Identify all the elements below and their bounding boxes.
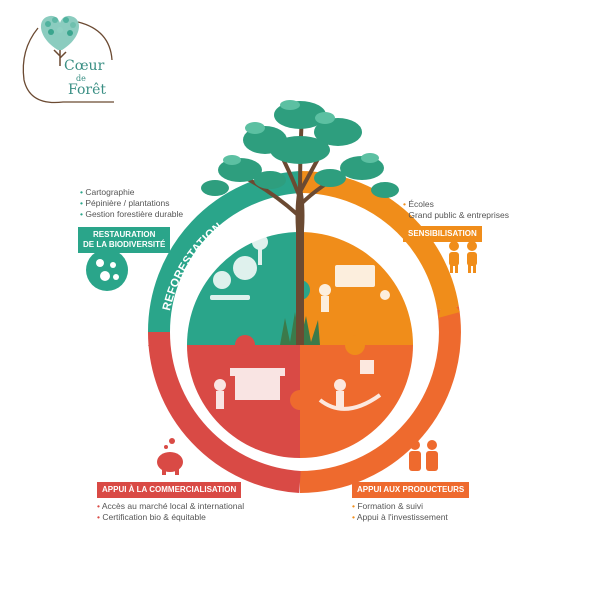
biodiversity-list: Cartographie Pépinière / plantations Ges…	[80, 187, 183, 220]
farming-icon	[318, 360, 382, 411]
badge-commercialisation: APPUI À LA COMMERCIALISATION	[97, 482, 242, 498]
ring-commercialisation	[147, 331, 301, 493]
inner-quadrants	[187, 232, 413, 458]
list-item: Formation & suivi	[352, 501, 448, 512]
planting-icon	[210, 234, 268, 300]
list-item: Écoles	[403, 199, 509, 210]
list-item: Gestion forestière durable	[80, 209, 183, 220]
commercialisation-list: Accès au marché local & international Ce…	[97, 501, 244, 523]
quadrant-producteurs	[300, 345, 413, 458]
teaching-icon	[319, 265, 390, 312]
children-icon	[449, 241, 477, 273]
quadrant-sensibilisation	[300, 232, 413, 345]
logo-line3: Forêt	[68, 82, 106, 98]
quadrant-reforestation	[187, 232, 300, 345]
logo-frame-icon	[22, 15, 114, 104]
sensibilisation-list: Écoles Grand public & entreprises	[403, 199, 509, 221]
logo-line1: Cœur	[64, 58, 105, 74]
list-item: Cartographie	[80, 187, 183, 198]
market-icon	[214, 368, 285, 409]
logo: Cœur de Forêt	[18, 10, 116, 110]
biodiversity-icon	[86, 249, 128, 291]
badge-sensibilisation: SENSIBILISATION	[403, 226, 482, 242]
logo-line2: de	[76, 74, 86, 83]
heart-tree-icon	[40, 15, 80, 66]
list-item: Appui à l'investissement	[352, 512, 448, 523]
grass-icon	[280, 312, 320, 345]
tree-icon	[201, 100, 399, 345]
ring-arrow-left-icon	[148, 345, 170, 362]
list-item: Pépinière / plantations	[80, 198, 183, 209]
ring-arrow-right-icon	[438, 292, 460, 318]
producers-icon	[409, 440, 438, 471]
badge-biodiversity: RESTAURATION DE LA BIODIVERSITÉ	[78, 227, 171, 253]
list-item: Accès au marché local & international	[97, 501, 244, 512]
list-item: Grand public & entreprises	[403, 210, 509, 221]
ring-deforestation	[299, 306, 461, 493]
producteurs-list: Formation & suivi Appui à l'investisseme…	[352, 501, 448, 523]
list-item: Certification bio & équitable	[97, 512, 244, 523]
piggy-bank-icon	[157, 438, 183, 475]
badge-producteurs: APPUI AUX PRODUCTEURS	[352, 482, 470, 498]
